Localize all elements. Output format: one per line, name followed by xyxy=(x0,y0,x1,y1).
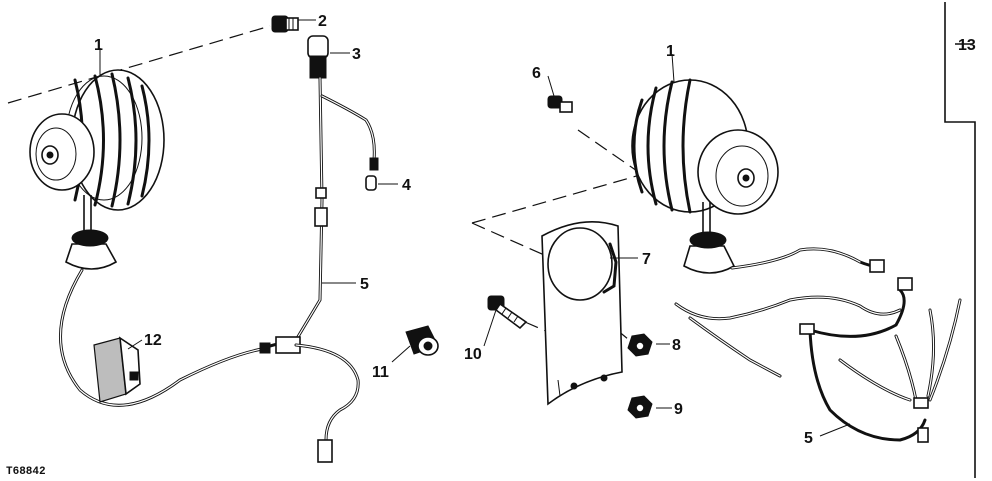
callout-7: 7 xyxy=(642,251,651,268)
figure-id: T68842 xyxy=(6,466,46,478)
lamp-left-stem xyxy=(83,195,92,232)
callout-11: 11 xyxy=(372,364,389,381)
lamp-left-housing xyxy=(65,69,165,211)
lamp-right-lens xyxy=(697,129,779,215)
callout-3: 3 xyxy=(352,46,361,63)
mounting-bracket-7 xyxy=(541,221,623,406)
leader-lines xyxy=(99,19,851,437)
callout-12: 12 xyxy=(144,332,162,349)
bolt-10 xyxy=(487,295,528,330)
lamp-left-base xyxy=(65,229,118,270)
wiring-harness-right xyxy=(674,277,962,443)
wiring-harness-left xyxy=(260,76,379,463)
switch-3 xyxy=(307,35,329,79)
callout-2: 2 xyxy=(318,13,327,30)
grommet-11 xyxy=(405,325,439,356)
callout-5-right: 5 xyxy=(804,430,813,447)
screw-2 xyxy=(271,15,299,33)
lamp-right-stem xyxy=(702,202,711,236)
work-lamp-left xyxy=(29,69,271,407)
lamp-right-plug xyxy=(869,259,885,273)
callout-5-left: 5 xyxy=(360,276,369,293)
screw-6 xyxy=(547,95,573,113)
work-lamp-right xyxy=(631,78,885,274)
callout-1-left: 1 xyxy=(94,37,103,54)
callout-4: 4 xyxy=(402,177,411,194)
callout-13: 13 xyxy=(958,37,976,54)
nut-8 xyxy=(627,333,653,357)
callout-6: 6 xyxy=(532,65,541,82)
terminal-4 xyxy=(369,157,379,171)
callout-9: 9 xyxy=(674,401,683,418)
callout-1-right: 1 xyxy=(666,43,675,60)
callout-8: 8 xyxy=(672,337,681,354)
assembly-bracket-13 xyxy=(944,2,976,478)
bulb-12 xyxy=(93,336,141,403)
callout-labels: 1 2 3 4 5 12 11 6 1 13 7 8 10 9 5 xyxy=(94,13,976,447)
nut-9 xyxy=(627,395,653,419)
lamp-left-lens xyxy=(29,113,95,191)
lamp-right-base xyxy=(683,231,736,274)
callout-10: 10 xyxy=(464,346,482,363)
